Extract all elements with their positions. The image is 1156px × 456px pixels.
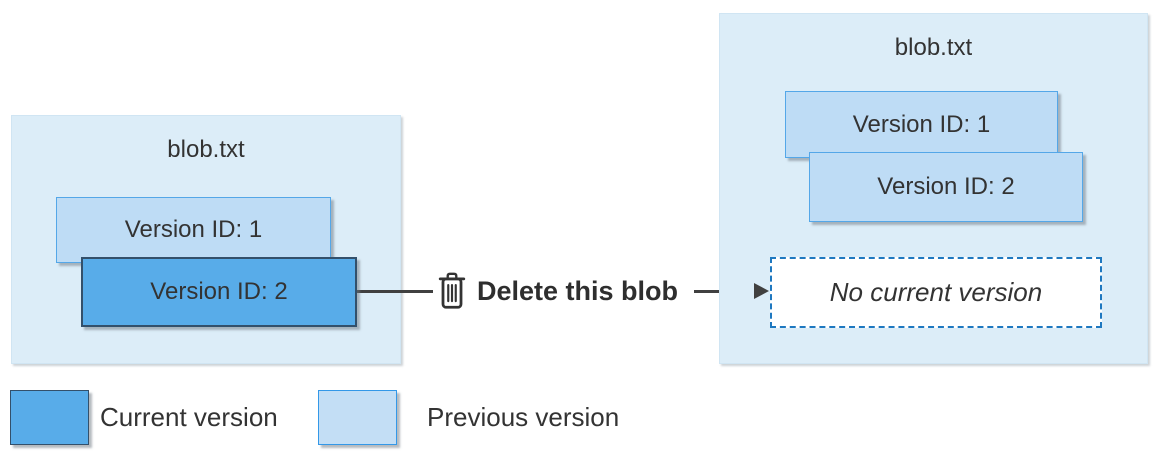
version-box-previous: Version ID: 2	[809, 152, 1083, 222]
delete-action-label: Delete this blob	[477, 276, 679, 306]
blob-title: blob.txt	[894, 34, 973, 61]
blob-title: blob.txt	[167, 136, 245, 163]
version-box-current: Version ID: 2	[81, 257, 357, 327]
no-current-version-box: No current version	[770, 257, 1102, 328]
blob-after-delete: blob.txt Version ID: 1 Version ID: 2 No …	[719, 13, 1148, 364]
version-box-previous: Version ID: 1	[785, 91, 1058, 158]
legend-label-current-version: Current version	[100, 402, 278, 432]
trash-icon	[437, 272, 467, 310]
legend-swatch-previous-version	[318, 390, 397, 445]
legend-label-previous-version: Previous version	[427, 402, 620, 432]
blob-before-delete: blob.txt Version ID: 1 Version ID: 2	[11, 115, 401, 364]
version-box-previous: Version ID: 1	[56, 197, 331, 263]
arrowhead-icon	[754, 283, 769, 299]
legend-swatch-current-version	[10, 390, 89, 445]
connector-line-left	[355, 290, 433, 293]
